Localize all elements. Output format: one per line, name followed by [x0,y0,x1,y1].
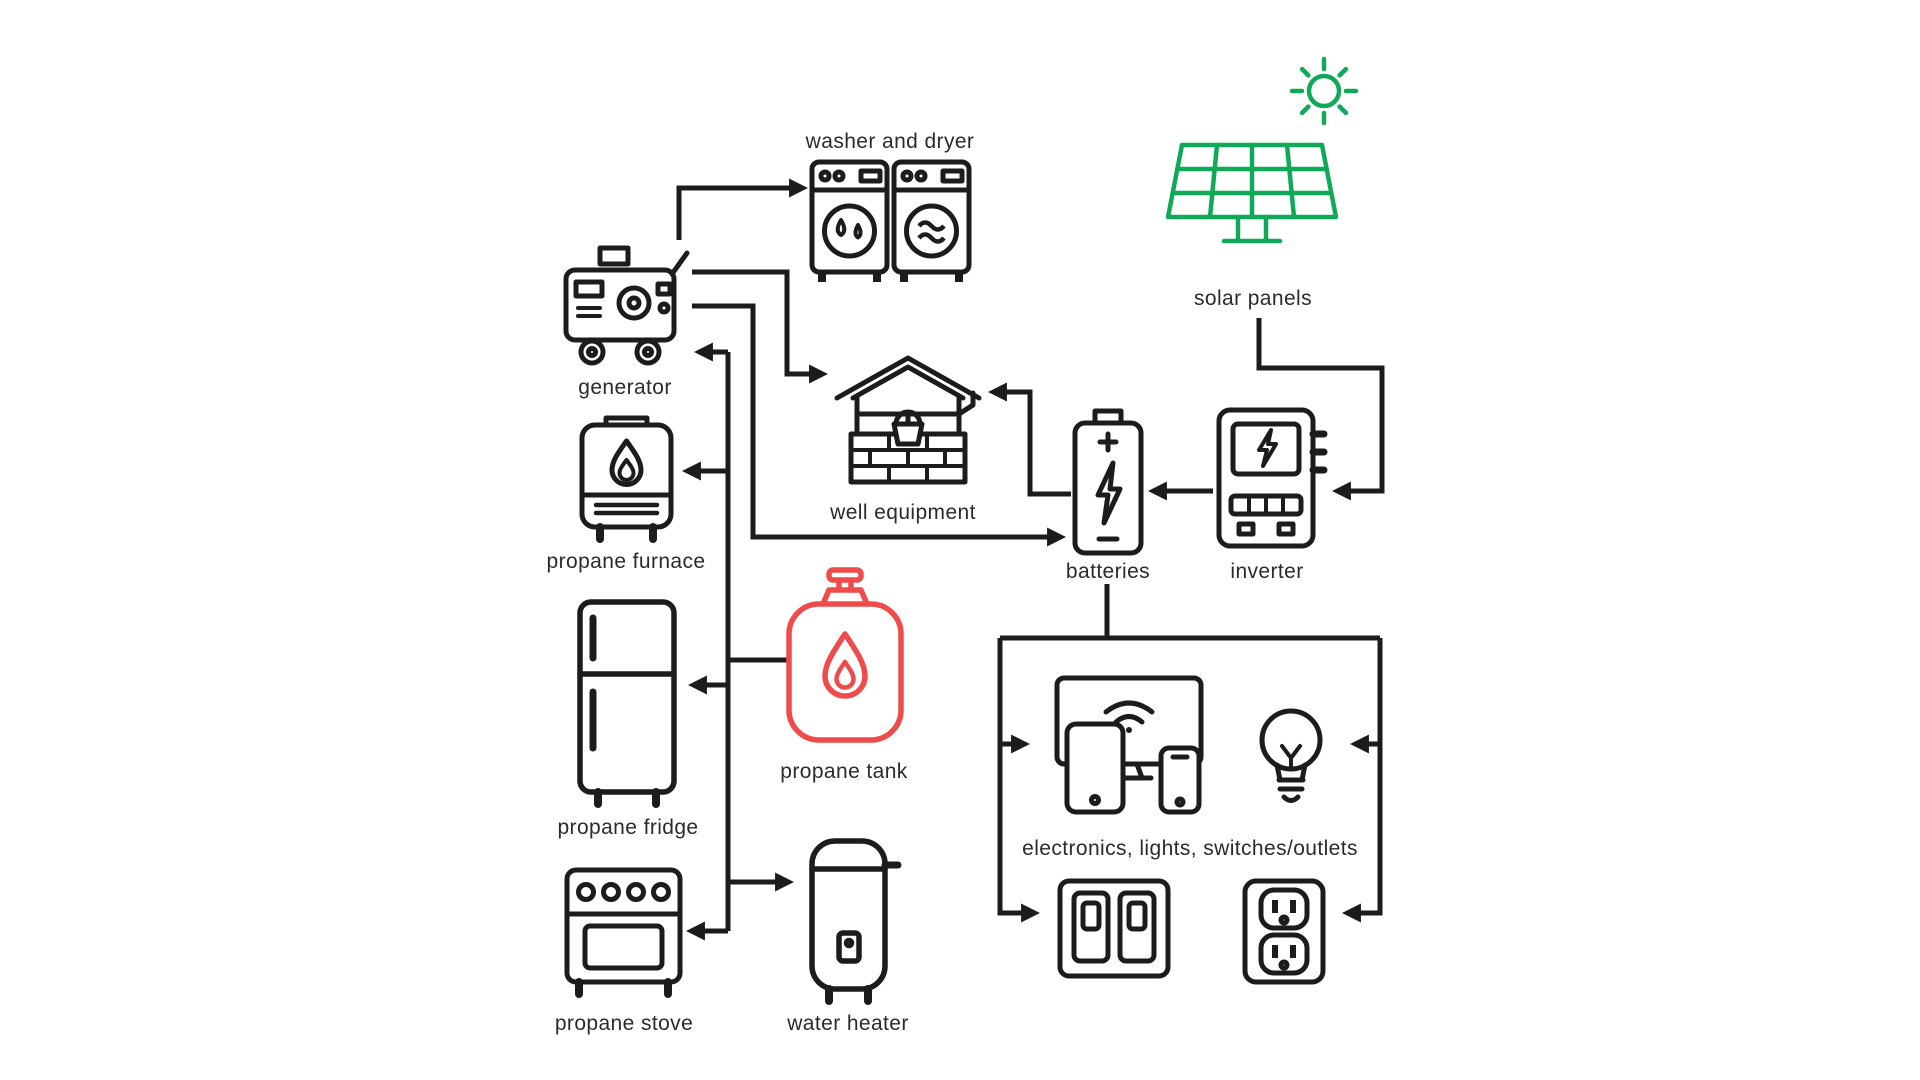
water-heater-label: water heater [787,1012,909,1035]
generator-icon [563,245,690,366]
electronics-label: electronics, lights, switches/outlets [1022,837,1358,860]
node-electronics [1043,672,1215,820]
node-batteries [1071,408,1145,557]
generator-label: generator [578,376,672,399]
edge-loadbox-to-outlet [1341,638,1383,923]
solar-panels-label: solar panels [1193,287,1313,310]
node-outlet [1240,876,1328,987]
batteries-label: batteries [1065,560,1151,583]
inverter-label: inverter [1230,560,1304,583]
water-heater-icon [809,838,902,1005]
node-solar-panels [1150,45,1360,285]
node-lightbulb [1246,700,1336,815]
node-light-switches [1055,876,1173,981]
washer-dryer-label: washer and dryer [805,130,975,153]
node-propane-stove [561,864,686,999]
inverter-icon [1216,407,1328,549]
propane-stove-label: propane stove [554,1012,694,1035]
propane-tank-label: propane tank [780,760,908,783]
edge-batteries-to-well [987,382,1071,497]
lightbulb-icon [1259,708,1323,803]
node-propane-furnace [574,413,679,543]
light-switches-icon [1057,878,1171,979]
propane-fridge-icon [577,599,677,808]
node-well-equipment [833,352,983,494]
propane-fridge-label: propane fridge [557,816,699,839]
electronics-icon [1054,675,1204,815]
propane-stove-icon [564,867,683,998]
edge-generator-to-washer [676,178,809,240]
propane-tank-icon [786,567,904,743]
edge-generator-to-well [692,269,829,384]
propane-furnace-icon [579,415,674,543]
node-inverter [1215,400,1328,555]
propane-furnace-label: propane furnace [546,550,706,573]
batteries-icon [1072,408,1144,556]
edge-loadbox-to-switches [997,638,1041,923]
node-propane-fridge [568,598,686,808]
node-washer-dryer [808,158,973,290]
node-propane-tank [777,567,913,753]
outlet-icon [1242,878,1326,985]
node-water-heater [796,833,902,1006]
well-equipment-label: well equipment [830,501,976,524]
node-generator [560,240,690,370]
washer-dryer-icon [809,159,972,282]
solar-panels-icon [1165,56,1359,244]
well-equipment-icon [834,355,982,485]
